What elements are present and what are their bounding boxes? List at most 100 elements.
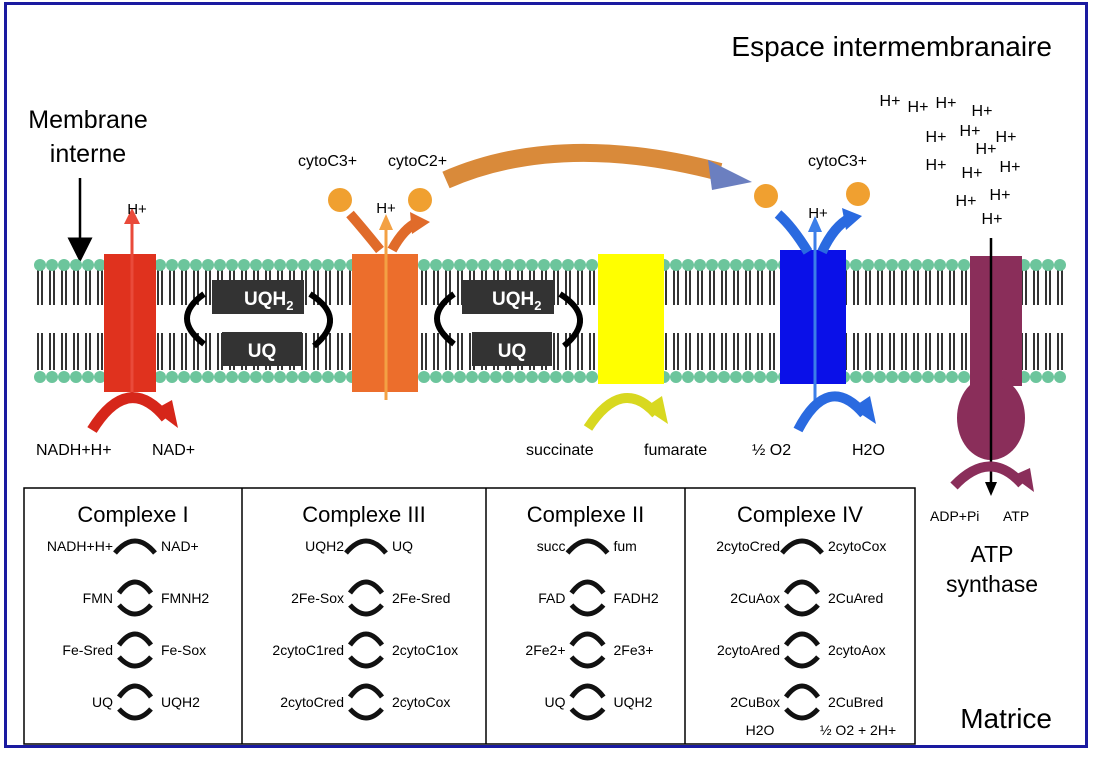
lipid-head-bottom	[454, 371, 466, 383]
lipid-head-top	[574, 259, 586, 271]
lipid-head-top	[226, 259, 238, 271]
reaction-arrow-lower	[348, 707, 384, 721]
proton-label: H+	[960, 123, 981, 140]
lipid-head-bottom	[70, 371, 82, 383]
lipid-head-bottom	[166, 371, 178, 383]
proton-label: H+	[982, 211, 1003, 228]
lipid-head-bottom	[766, 371, 778, 383]
reaction-right-term: FMNH2	[161, 590, 209, 606]
lipid-head-bottom	[694, 371, 706, 383]
lipid-head-top	[262, 259, 274, 271]
complex-title: Complexe I	[77, 502, 188, 527]
reaction-left-term: 2CuBox	[730, 694, 780, 710]
complex-iv-cyto-arrow-left	[774, 210, 813, 255]
uq-cycle-left-arrow-1	[184, 291, 206, 347]
lipid-head-bottom	[238, 371, 250, 383]
cytochrome-transfer-arrowhead	[708, 160, 752, 190]
lipid-head-top	[730, 259, 742, 271]
complex-iii-h-plus: H+	[376, 200, 396, 217]
complex-i-h-plus: H+	[127, 201, 147, 218]
complex-iv-block	[780, 250, 846, 384]
atp-synthase-stalk	[970, 256, 1022, 386]
proton-cloud: H+H+H+H+H+H+H+H+H+H+H+H+H+H+	[880, 93, 1021, 228]
reaction-left-term: FAD	[538, 590, 565, 606]
reaction-left-term: 2Fe-Sox	[291, 590, 344, 606]
lipid-head-bottom	[58, 371, 70, 383]
reaction-right-term: UQ	[392, 538, 413, 554]
reaction-arrow-top	[113, 538, 157, 555]
proton-label: H+	[880, 93, 901, 110]
reaction-arrow-lower	[348, 603, 384, 617]
lipid-head-bottom	[190, 371, 202, 383]
lipid-head-top	[562, 259, 574, 271]
uqh2-box-1	[212, 280, 304, 314]
lipid-head-top	[526, 259, 538, 271]
figure-frame	[4, 2, 1088, 748]
uq-cycle-left-arrow-2	[434, 291, 456, 347]
reaction-left-term: 2Fe2+	[525, 642, 565, 658]
proton-label: H+	[1000, 159, 1021, 176]
lipid-head-bottom	[586, 371, 598, 383]
proton-label: H+	[908, 99, 929, 116]
lipid-head-bottom	[898, 371, 910, 383]
h2o-label: H2O	[852, 442, 885, 459]
lipid-head-top	[166, 259, 178, 271]
complex-iv-h-plus: H+	[808, 205, 828, 222]
lipid-head-bottom	[670, 371, 682, 383]
complex-title: Complexe III	[302, 502, 426, 527]
proton-label: H+	[976, 141, 997, 158]
reaction-left-term: 2cytoAred	[717, 642, 780, 658]
reaction-left-term: 2cytoC1red	[272, 642, 344, 658]
intermembrane-space-label: Espace intermembranaire	[731, 31, 1052, 62]
reaction-arrow-lower	[569, 655, 606, 669]
reaction-left-term: succ	[537, 538, 566, 554]
lipid-head-bottom	[418, 371, 430, 383]
reaction-arrow-upper	[783, 579, 821, 595]
lipid-head-bottom	[250, 371, 262, 383]
uq-label-1: UQ	[248, 341, 277, 362]
complex-title: Complexe IV	[737, 502, 863, 527]
cyto-c3-left-label: cytoC3+	[298, 153, 357, 170]
reaction-left-term: 2CuAox	[730, 590, 780, 606]
lipid-head-top	[958, 259, 970, 271]
lipid-head-bottom	[502, 371, 514, 383]
proton-label: H+	[996, 129, 1017, 146]
reaction-left-term: UQH2	[305, 538, 344, 554]
lipid-head-bottom	[922, 371, 934, 383]
reaction-arrow-lower	[117, 603, 153, 617]
complex-i-nadh-arrowhead	[154, 400, 178, 428]
lipid-head-top	[442, 259, 454, 271]
half-o2-label: ½ O2	[752, 442, 791, 459]
lipid-head-top	[754, 259, 766, 271]
lipid-head-top	[862, 259, 874, 271]
reaction-right-term: 2cytoCox	[392, 694, 450, 710]
reaction-arrow-top	[565, 538, 610, 555]
lipid-head-top	[706, 259, 718, 271]
lipid-head-top	[250, 259, 262, 271]
lipid-head-top	[58, 259, 70, 271]
proton-label: H+	[956, 193, 977, 210]
reaction-arrow-upper	[347, 579, 385, 595]
lipid-head-bottom	[574, 371, 586, 383]
lipid-head-top	[1042, 259, 1054, 271]
lipid-head-bottom	[730, 371, 742, 383]
lipid-head-top	[850, 259, 862, 271]
lipid-head-bottom	[910, 371, 922, 383]
reaction-right-term: 2CuAred	[828, 590, 883, 606]
lipid-head-top	[418, 259, 430, 271]
lipid-head-bottom	[490, 371, 502, 383]
lipid-head-top	[682, 259, 694, 271]
reaction-right-term: UQH2	[614, 694, 653, 710]
reaction-left-term: FMN	[83, 590, 113, 606]
lipid-head-bottom	[286, 371, 298, 383]
reaction-left-term: 2cytoCred	[716, 538, 780, 554]
lipid-head-bottom	[562, 371, 574, 383]
membrane-label-line1: Membrane	[28, 106, 148, 134]
lipid-head-top	[238, 259, 250, 271]
nadh-label: NADH+H+	[36, 442, 112, 459]
lipid-head-bottom	[550, 371, 562, 383]
lipid-head-bottom	[214, 371, 226, 383]
uq-cycle-right-arrow-1	[308, 291, 333, 349]
succinate-label: succinate	[526, 442, 594, 459]
